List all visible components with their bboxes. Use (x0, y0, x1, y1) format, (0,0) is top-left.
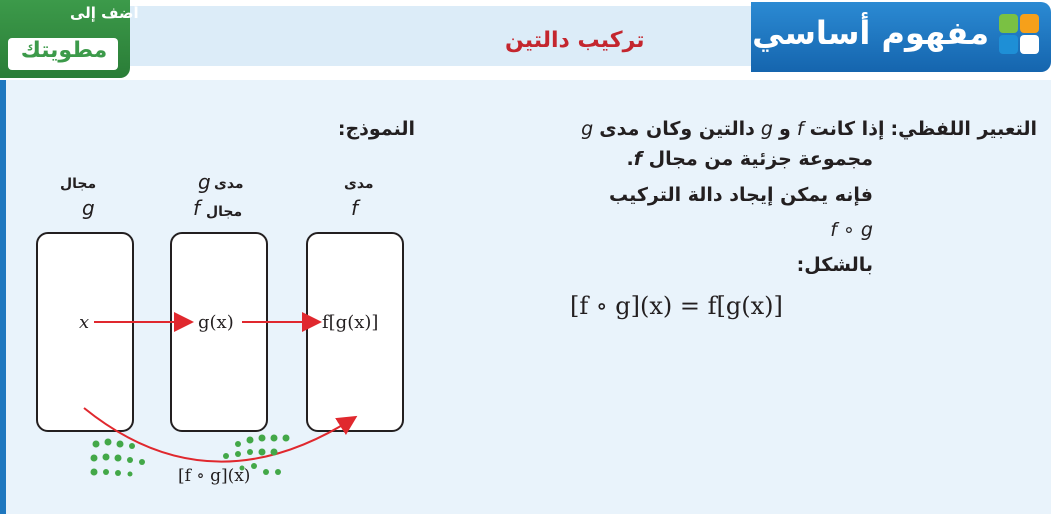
composition-formula: [f ∘ g](x) = f[g(x)] (570, 292, 783, 320)
definition-line-3: فإنه يمكن إيجاد دالة التركيب (609, 184, 873, 206)
foldable-tag (8, 38, 118, 70)
symbol-f-2: f (633, 148, 643, 170)
definition-and: و (779, 118, 791, 140)
puzzle-icon (999, 14, 1039, 54)
symbol-f: f (796, 118, 804, 140)
foldable-add-label: أضف إلى (70, 4, 139, 22)
range-f-label: مدى (344, 176, 374, 192)
definition-label: التعبير اللفظي: (890, 118, 1037, 140)
symbol-g: g (760, 118, 773, 140)
key-concept-label: مفهوم أساسي (752, 14, 989, 52)
definition-line-2: مجموعة جزئية من مجال f. (626, 148, 873, 170)
range-g-label: مدى (214, 176, 244, 192)
definition-subset-text: مجموعة جزئية من مجال (648, 148, 873, 170)
g-of-x: g(x) (198, 312, 234, 333)
input-x: x (79, 312, 90, 333)
domain-g-symbol: g (82, 196, 95, 220)
definition-line-5: بالشكل: (797, 254, 873, 276)
range-g-symbol: g (198, 170, 211, 194)
arrow-composite (83, 407, 358, 463)
symbol-g-2: g (581, 118, 594, 140)
range-f-symbol: f (351, 196, 359, 220)
foldable-word: مطويتك (20, 38, 108, 63)
definition-line-1: التعبير اللفظي: إذا كانت f و g دالتين وك… (581, 118, 1037, 140)
domain-g-label: مجال (60, 176, 97, 192)
definition-line-4: f ∘ g (830, 219, 873, 241)
header-title-band (140, 6, 800, 66)
definition-line1-rest: دالتين وكان مدى (599, 118, 755, 140)
domain-g-box (36, 232, 134, 432)
f-of-g-of-x: f[g(x)] (322, 312, 379, 333)
range-f-box (306, 232, 404, 432)
composition-expression: f ∘ g (830, 219, 873, 241)
left-rule (0, 80, 6, 514)
watermark-dots (90, 434, 290, 477)
definition-form-label: بالشكل: (796, 254, 873, 276)
model-label: النموذج: (337, 118, 415, 140)
range-g-box (170, 232, 268, 432)
composite-label: [f ∘ g](x) (178, 466, 251, 486)
definition-if: إذا كانت (809, 118, 885, 140)
domain-f-symbol: f (193, 196, 201, 220)
section-title: تركيب دالتين (505, 28, 645, 53)
domain-f-label: مجال (206, 204, 243, 220)
